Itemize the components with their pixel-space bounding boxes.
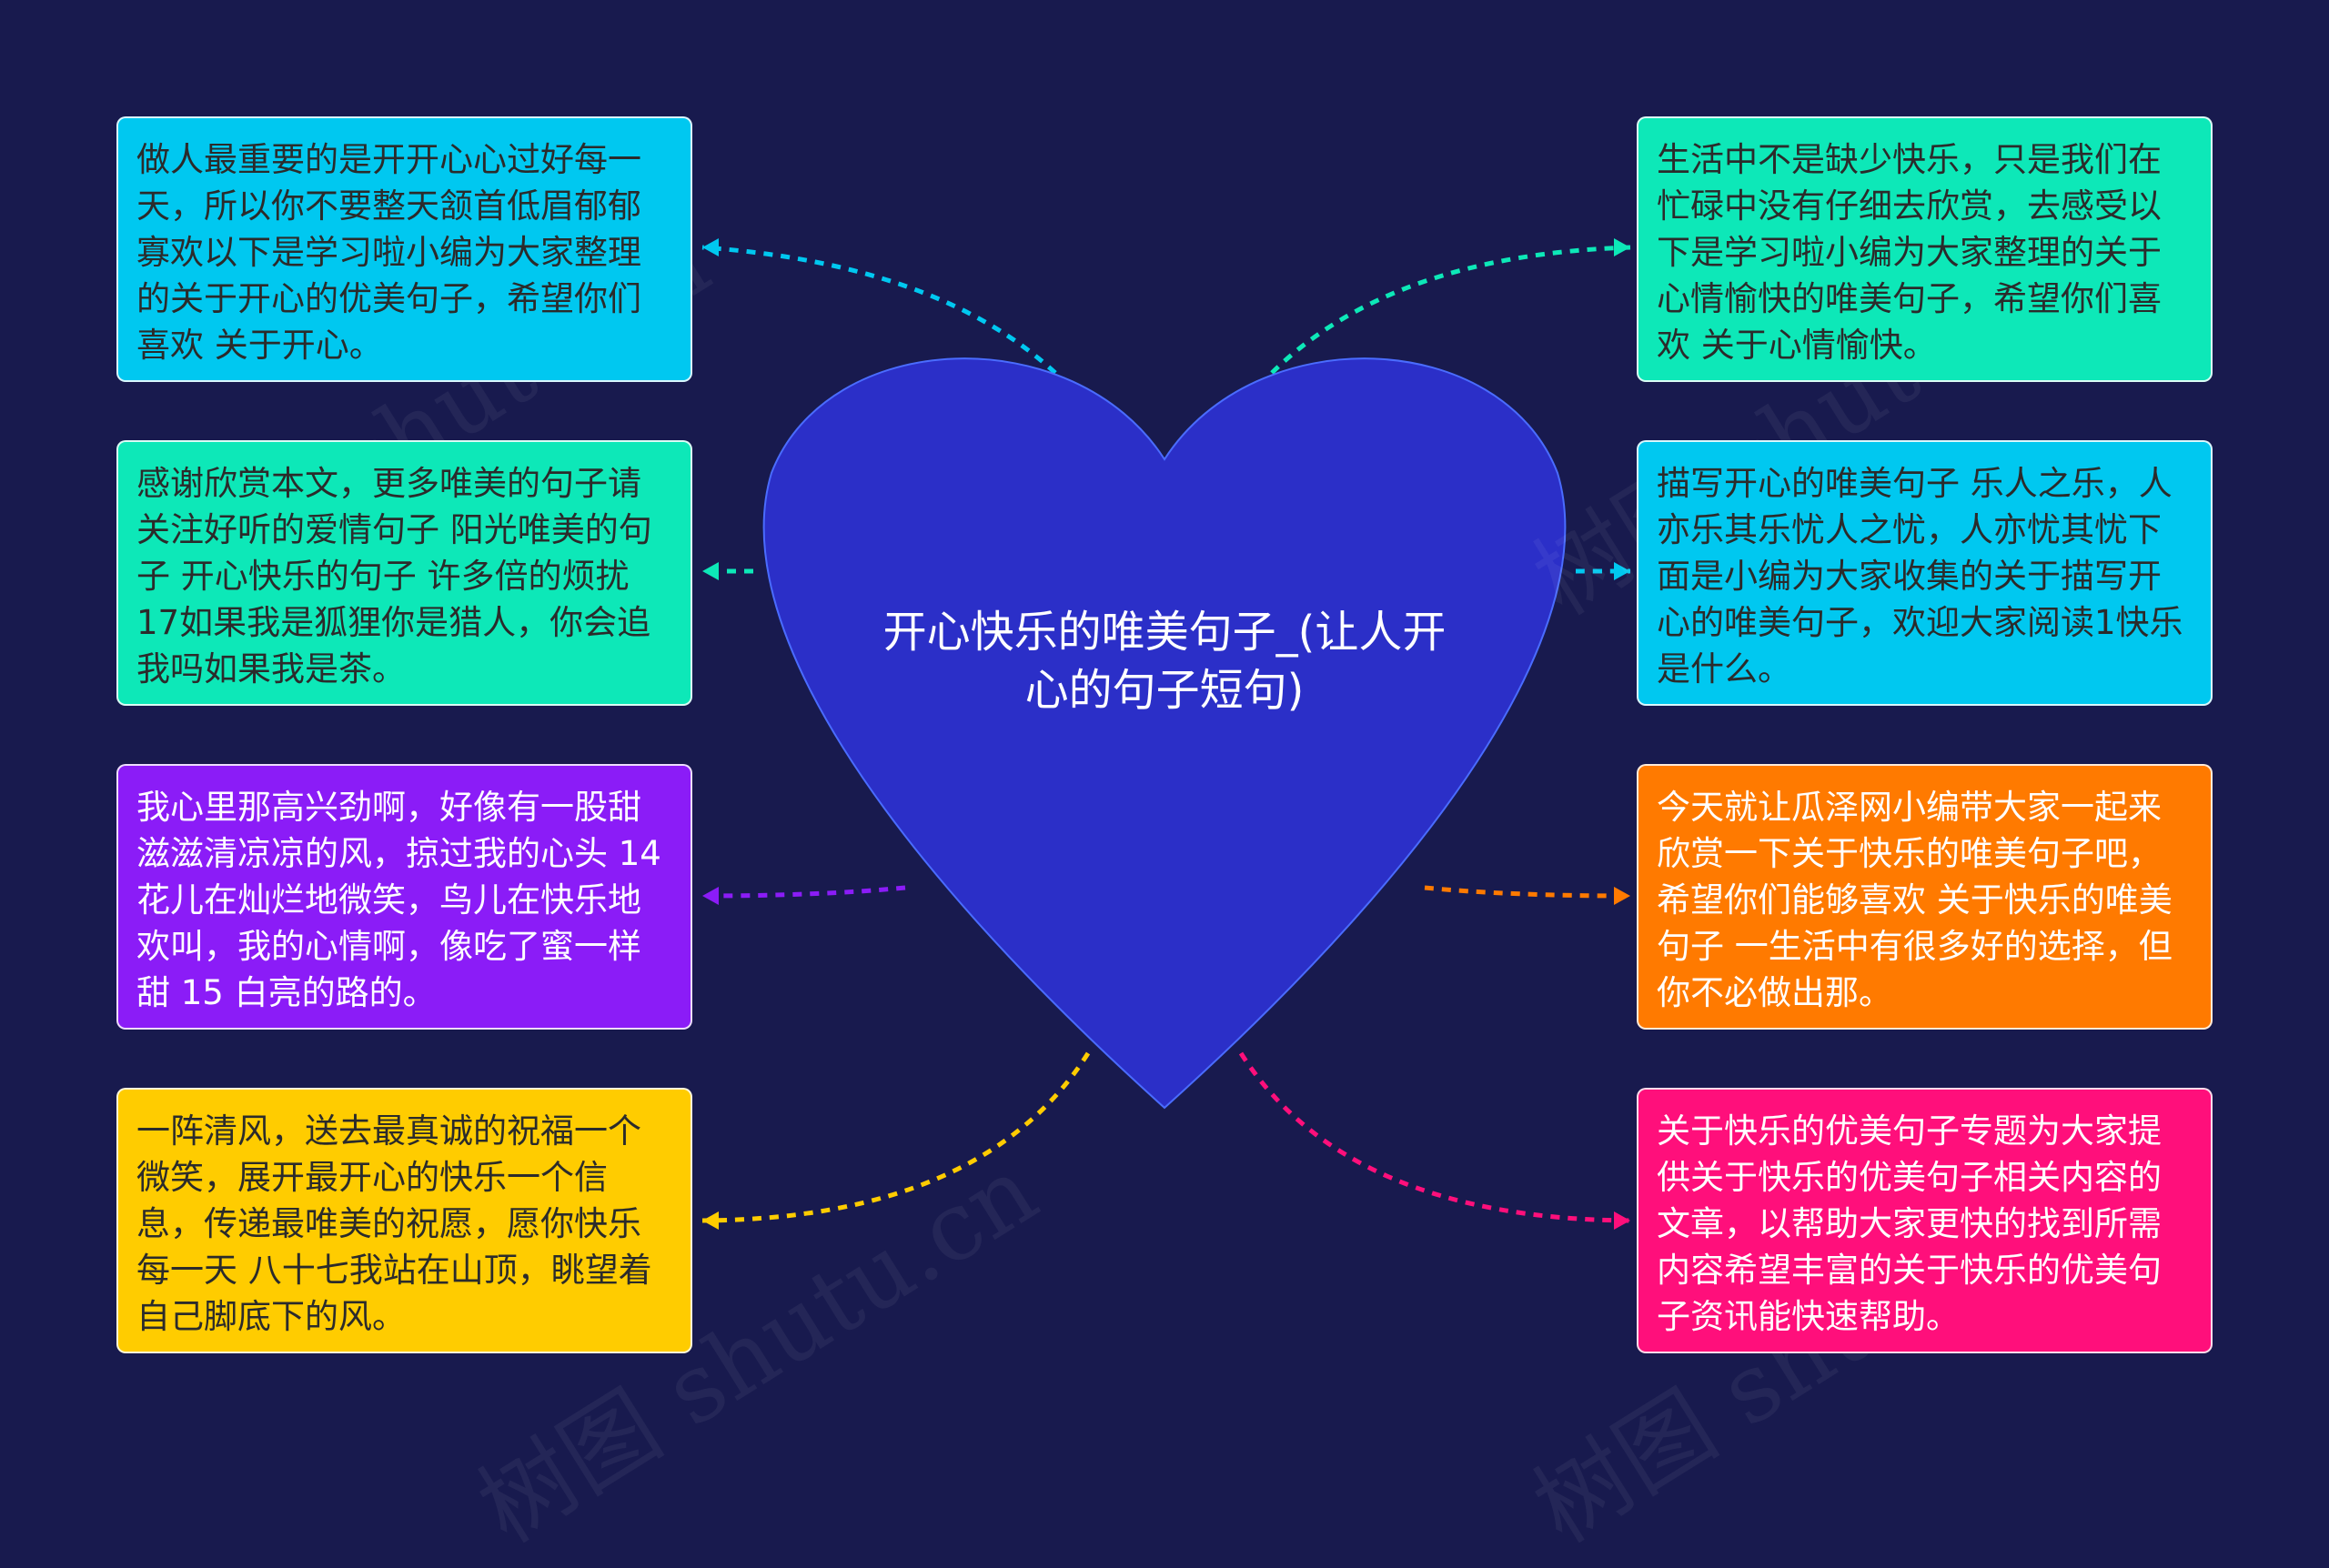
- connector-line-right-4: [1238, 1051, 1631, 1223]
- branch-node-text: 描写开心的唯美句子 乐人之乐，人亦乐其乐忧人之忧，人亦忧其忧下面是小编为大家收集…: [1657, 464, 2183, 689]
- branch-node-right-3[interactable]: 今天就让瓜泽网小编带大家一起来欣赏一下关于快乐的唯美句子吧，希望你们能够喜欢 关…: [1637, 764, 2213, 1030]
- branch-node-right-2[interactable]: 描写开心的唯美句子 乐人之乐，人亦乐其乐忧人之忧，人亦忧其忧下面是小编为大家收集…: [1637, 440, 2213, 706]
- branch-node-left-3[interactable]: 我心里那高兴劲啊，好像有一股甜滋滋清凉凉的风，掠过我的心头 14 花儿在灿烂地微…: [116, 764, 692, 1030]
- connector-arrow-left-3: [702, 887, 719, 905]
- branch-node-text: 我心里那高兴劲啊，好像有一股甜滋滋清凉凉的风，掠过我的心头 14 花儿在灿烂地微…: [136, 788, 661, 1012]
- branch-node-text: 生活中不是缺少快乐，只是我们在忙碌中没有仔细去欣赏，去感受以下是学习啦小编为大家…: [1657, 140, 2162, 365]
- connector-arrow-right-1: [1614, 238, 1630, 256]
- connector-arrow-right-2: [1614, 562, 1630, 580]
- connector-arrow-right-4: [1614, 1211, 1630, 1230]
- connector-arrow-right-3: [1614, 887, 1630, 905]
- branch-node-text: 一阵清风，送去最真诚的祝福一个微笑，展开最开心的快乐一个信息，传递最唯美的祝愿，…: [136, 1111, 652, 1336]
- center-heart-shape: [762, 357, 1567, 1110]
- branch-node-text: 关于快乐的优美句子专题为大家提供关于快乐的优美句子相关内容的文章，以帮助大家更快…: [1657, 1111, 2162, 1336]
- connector-lines: [701, 238, 1631, 1230]
- connector-arrow-left-2: [702, 562, 719, 580]
- branch-node-text: 做人最重要的是开开心心过好每一天，所以你不要整天颔首低眉郁郁寡欢以下是学习啦小编…: [136, 140, 641, 365]
- connector-line-right-3: [1424, 885, 1631, 899]
- connector-line-left-3: [701, 885, 906, 899]
- branch-node-right-4[interactable]: 关于快乐的优美句子专题为大家提供关于快乐的优美句子相关内容的文章，以帮助大家更快…: [1637, 1088, 2213, 1353]
- connector-arrow-left-4: [702, 1211, 719, 1230]
- branch-node-left-1[interactable]: 做人最重要的是开开心心过好每一天，所以你不要整天颔首低眉郁郁寡欢以下是学习啦小编…: [116, 116, 692, 382]
- center-topic-title[interactable]: 开心快乐的唯美句子_(让人开心的句子短句): [882, 607, 1447, 716]
- connector-line-left-1: [701, 245, 1057, 375]
- mindmap-canvas: [701, 238, 1631, 1230]
- branch-node-text: 感谢欣赏本文，更多唯美的句子请关注好听的爱情句子 阳光唯美的句子 开心快乐的句子…: [136, 464, 652, 689]
- branch-node-right-1[interactable]: 生活中不是缺少快乐，只是我们在忙碌中没有仔细去欣赏，去感受以下是学习啦小编为大家…: [1637, 116, 2213, 382]
- branch-node-left-2[interactable]: 感谢欣赏本文，更多唯美的句子请关注好听的爱情句子 阳光唯美的句子 开心快乐的句子…: [116, 440, 692, 706]
- branch-node-left-4[interactable]: 一阵清风，送去最真诚的祝福一个微笑，展开最开心的快乐一个信息，传递最唯美的祝愿，…: [116, 1088, 692, 1353]
- branch-node-text: 今天就让瓜泽网小编带大家一起来欣赏一下关于快乐的唯美句子吧，希望你们能够喜欢 关…: [1657, 788, 2173, 1012]
- connector-line-left-4: [701, 1051, 1091, 1223]
- connector-arrow-left-1: [702, 238, 719, 256]
- connector-line-right-1: [1270, 245, 1631, 375]
